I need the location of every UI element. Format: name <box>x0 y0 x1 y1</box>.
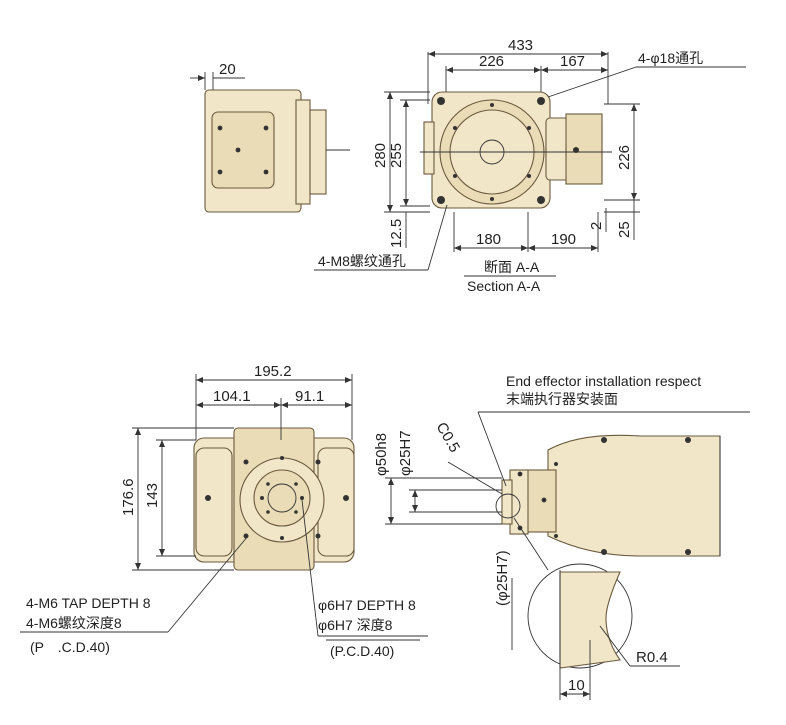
label-section-en: Section A-A <box>467 278 541 294</box>
label-pin-pcd: (P.C.D.40) <box>330 643 394 659</box>
dim-226-right: 226 <box>616 145 633 170</box>
dim-167: 167 <box>560 53 585 70</box>
top-left-side-view: 20 <box>190 61 350 213</box>
dim-91-1: 91.1 <box>295 388 324 405</box>
dim-c0-5: C0.5 <box>433 420 464 456</box>
dim-190: 190 <box>551 231 576 248</box>
dim-255: 255 <box>388 143 405 168</box>
label-tap-cn: 4-M6螺纹深度8 <box>26 615 122 631</box>
dim-10: 10 <box>568 677 585 694</box>
label-tap-en: 4-M6 TAP DEPTH 8 <box>26 595 151 611</box>
label-tap-pcd: (P .C.D.40) <box>30 639 110 655</box>
dim-226-top: 226 <box>479 53 504 70</box>
dim-2: 2 <box>588 222 605 230</box>
label-thru-hole: 4-φ18通孔 <box>638 50 703 66</box>
dim-143: 143 <box>144 483 161 508</box>
label-pin-en: φ6H7 DEPTH 8 <box>318 597 416 613</box>
dim-20: 20 <box>219 61 236 78</box>
section-a-a-view: 433 226 167 4-φ18通孔 280 255 12.5 226 25 … <box>314 37 746 294</box>
label-m8-thread: 4-M8螺纹通孔 <box>318 253 406 269</box>
label-ee-cn: 末端执行器安装面 <box>506 391 618 407</box>
flange-front-view: 195.2 104.1 91.1 176.6 143 4-M6 TAP DEPT… <box>20 363 428 659</box>
dim-d50h8: φ50h8 <box>373 433 390 476</box>
dim-104-1: 104.1 <box>213 388 251 405</box>
dim-180: 180 <box>476 231 501 248</box>
dim-280: 280 <box>372 143 389 168</box>
dim-12-5: 12.5 <box>388 219 405 248</box>
label-section-cn: 断面 A-A <box>484 259 540 275</box>
dim-433: 433 <box>508 37 533 54</box>
dim-d25h7-detail: (φ25H7) <box>494 550 511 606</box>
dim-r0-4: R0.4 <box>636 649 668 666</box>
label-ee-en: End effector installation respect <box>506 373 701 389</box>
dim-25: 25 <box>616 221 633 238</box>
end-effector-side-view: φ50h8 φ25H7 C0.5 End effector installati… <box>373 373 750 700</box>
dim-176-6: 176.6 <box>120 478 137 516</box>
dim-d25h7: φ25H7 <box>397 430 414 476</box>
label-pin-cn: φ6H7 深度8 <box>318 617 393 633</box>
dim-195-2: 195.2 <box>254 363 292 380</box>
